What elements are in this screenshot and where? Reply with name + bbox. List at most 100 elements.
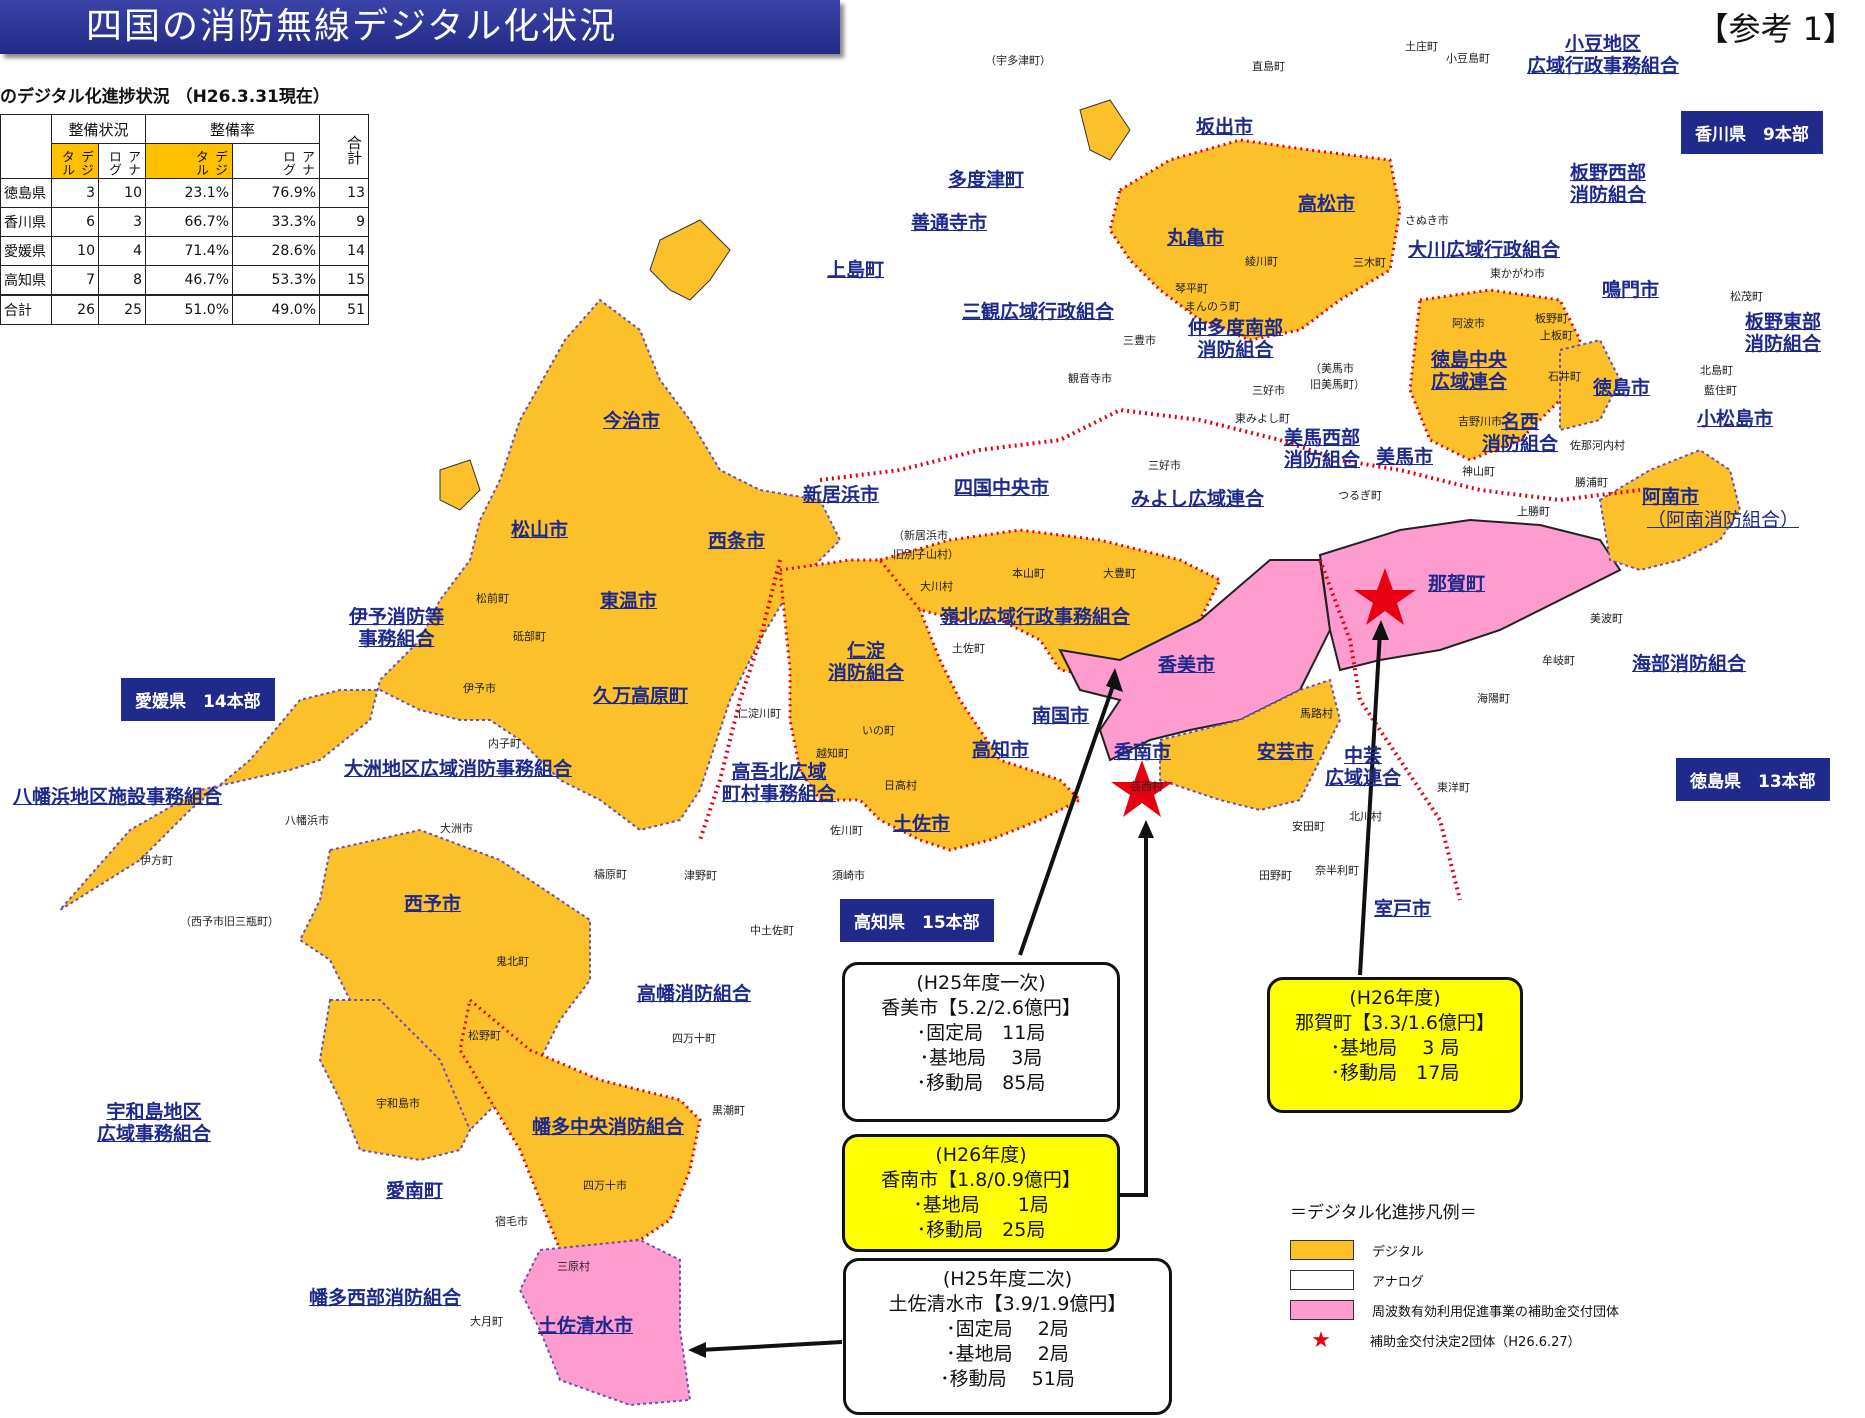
label-aki[interactable]: 安芸市 xyxy=(1257,741,1315,763)
label-marugame[interactable]: 丸亀市 xyxy=(1167,227,1225,249)
page-title: 四国の消防無線デジタル化状況 xyxy=(0,0,840,54)
label-tokushima-chuo[interactable]: 徳島中央 広域連合 xyxy=(1431,349,1508,393)
table-corner xyxy=(0,114,52,179)
star-konan xyxy=(1111,760,1173,817)
label-anan-sub[interactable]: （阿南消防組合） xyxy=(1647,509,1800,531)
label-nakatado[interactable]: 仲多度南部 消防組合 xyxy=(1188,317,1284,361)
municipality-label: 砥部町 xyxy=(513,630,546,643)
label-komatsushima[interactable]: 小松島市 xyxy=(1697,408,1774,430)
label-niyodo[interactable]: 仁淀 消防組合 xyxy=(828,640,905,684)
label-hata-nishi[interactable]: 幡多西部消防組合 xyxy=(309,1287,462,1309)
municipality-label: 美波町 xyxy=(1590,612,1623,625)
label-naruto[interactable]: 鳴門市 xyxy=(1602,279,1660,301)
label-tosashimizu[interactable]: 土佐清水市 xyxy=(538,1315,634,1337)
label-kami[interactable]: 香美市 xyxy=(1158,654,1216,676)
label-matsuyama[interactable]: 松山市 xyxy=(511,519,569,541)
label-ainan[interactable]: 愛南町 xyxy=(386,1180,444,1202)
label-zentsuji[interactable]: 善通寺市 xyxy=(911,212,988,234)
label-shodoshima[interactable]: 小豆地区 広域行政事務組合 xyxy=(1527,33,1680,77)
municipality-label: 八幡浜市 xyxy=(285,814,329,827)
label-sakaide[interactable]: 坂出市 xyxy=(1196,116,1254,138)
label-iyo[interactable]: 伊予消防等 事務組合 xyxy=(349,606,445,650)
municipality-label: 三原村 xyxy=(557,1260,590,1273)
municipality-label: 黒潮町 xyxy=(712,1104,745,1117)
label-imabari[interactable]: 今治市 xyxy=(603,410,661,432)
digital-cell: 10 xyxy=(51,236,99,266)
label-itano-nishi[interactable]: 板野西部 消防組合 xyxy=(1570,162,1647,206)
municipality-label: 藍住町 xyxy=(1704,384,1737,397)
label-mitoyo[interactable]: 三観広域行政組合 xyxy=(962,301,1115,323)
callout-konan: (H26年度) 香南市【1.8/0.9億円】 ･基地局 1局 ･移動局 25局 xyxy=(842,1134,1120,1252)
label-tokushima-city[interactable]: 徳島市 xyxy=(1593,377,1651,399)
municipality-label: 中土佐町 xyxy=(750,924,794,937)
label-tadotsu[interactable]: 多度津町 xyxy=(948,169,1025,191)
label-shikokuchuo[interactable]: 四国中央市 xyxy=(954,477,1050,499)
municipality-label: 奈半利町 xyxy=(1315,864,1359,877)
label-kochi-city[interactable]: 高知市 xyxy=(972,739,1030,761)
arrowhead-tosashimizu xyxy=(688,1342,706,1358)
label-toon[interactable]: 東温市 xyxy=(600,590,658,612)
status-table: 整備状況 整備率 合計 デジタル アナログ デジタル アナログ 徳島県 3 10… xyxy=(0,114,369,325)
label-niihama[interactable]: 新居浜市 xyxy=(803,484,880,506)
label-hata-chuo[interactable]: 幡多中央消防組合 xyxy=(532,1116,685,1138)
label-yawatahama[interactable]: 八幡浜地区施設事務組合 xyxy=(13,786,223,808)
label-uwajima[interactable]: 宇和島地区 広域事務組合 xyxy=(97,1101,212,1145)
municipality-label: つるぎ町 xyxy=(1338,489,1382,502)
label-naka[interactable]: 那賀町 xyxy=(1428,573,1486,595)
label-takaoka-kita[interactable]: 高吾北広域 町村事務組合 xyxy=(722,761,837,805)
municipality-label: 直島町 xyxy=(1252,60,1285,73)
legend-label: アナログ xyxy=(1372,1274,1424,1290)
pref-cell: 香川県 xyxy=(0,207,52,237)
label-konan[interactable]: 香南市 xyxy=(1114,741,1172,763)
label-seiyo[interactable]: 西予市 xyxy=(404,893,462,915)
label-kumakogen[interactable]: 久万高原町 xyxy=(593,685,689,707)
label-muroto[interactable]: 室戸市 xyxy=(1374,898,1432,920)
label-saijo[interactable]: 西条市 xyxy=(708,530,766,552)
pref-cell: 合計 xyxy=(0,294,52,325)
label-mima-nishi[interactable]: 美馬西部 消防組合 xyxy=(1284,427,1361,471)
analog-cell: 10 xyxy=(98,178,146,208)
callout-line: ･移動局 51局 xyxy=(940,1368,1075,1390)
municipality-label: 東みよし町 xyxy=(1235,412,1290,425)
label-nankoku[interactable]: 南国市 xyxy=(1032,705,1090,727)
label-takamatsu[interactable]: 高松市 xyxy=(1298,193,1356,215)
municipality-label: 東洋町 xyxy=(1437,781,1470,794)
label-myozai[interactable]: 名西 消防組合 xyxy=(1482,411,1559,455)
municipality-label: 神山町 xyxy=(1462,465,1495,478)
callout-kami: (H25年度一次) 香美市【5.2/2.6億円】 ･固定局 11局 ･基地局 3… xyxy=(842,962,1120,1122)
callout-name: 那賀町【3.3/1.6億円】 xyxy=(1295,1012,1495,1034)
label-itano-higashi[interactable]: 板野東部 消防組合 xyxy=(1745,311,1822,355)
label-anan[interactable]: 阿南市 xyxy=(1642,486,1700,508)
table-row: 香川県 6 3 66.7% 33.3% 9 xyxy=(0,207,369,237)
municipality-label: 綾川町 xyxy=(1245,255,1278,268)
region-aki xyxy=(1159,678,1342,812)
analog-rate-cell: 53.3% xyxy=(232,265,320,296)
label-takahata[interactable]: 高幡消防組合 xyxy=(637,983,752,1005)
label-tosa[interactable]: 土佐市 xyxy=(893,813,951,835)
municipality-label: 日高村 xyxy=(884,779,917,792)
label-mima[interactable]: 美馬市 xyxy=(1376,446,1434,468)
municipality-label: 須崎市 xyxy=(832,869,865,882)
prefecture-border-west xyxy=(698,559,782,841)
municipality-label: 上板町 xyxy=(1540,329,1573,342)
label-miyoshi[interactable]: みよし広域連合 xyxy=(1131,488,1265,510)
callout-name: 香南市【1.8/0.9億円】 xyxy=(881,1169,1081,1191)
label-kamijima[interactable]: 上島町 xyxy=(827,259,885,281)
label-kaifu[interactable]: 海部消防組合 xyxy=(1632,653,1747,675)
callout-line: ･固定局 11局 xyxy=(916,1022,1046,1044)
municipality-label: 越知町 xyxy=(816,747,849,760)
municipality-label: いの町 xyxy=(862,724,895,737)
municipality-label: 本山町 xyxy=(1012,567,1045,580)
analog-cell: 4 xyxy=(98,236,146,266)
label-reihoku[interactable]: 嶺北広域行政事務組合 xyxy=(940,606,1131,628)
municipality-label: 檮原町 xyxy=(594,868,627,881)
hq-badge-kochi: 高知県 15本部 xyxy=(840,899,994,942)
municipality-label: 馬路村 xyxy=(1300,707,1333,720)
label-chugei[interactable]: 中芸 広域連合 xyxy=(1325,745,1402,789)
arrow-tosashimizu xyxy=(699,1340,843,1352)
label-ozu[interactable]: 大洲地区広域消防事務組合 xyxy=(344,758,573,780)
island-kamijima xyxy=(649,219,731,301)
label-okawa[interactable]: 大川広域行政組合 xyxy=(1408,239,1561,261)
municipality-label: 三好市 xyxy=(1252,384,1285,397)
municipality-label: （美馬市 xyxy=(1310,362,1354,375)
